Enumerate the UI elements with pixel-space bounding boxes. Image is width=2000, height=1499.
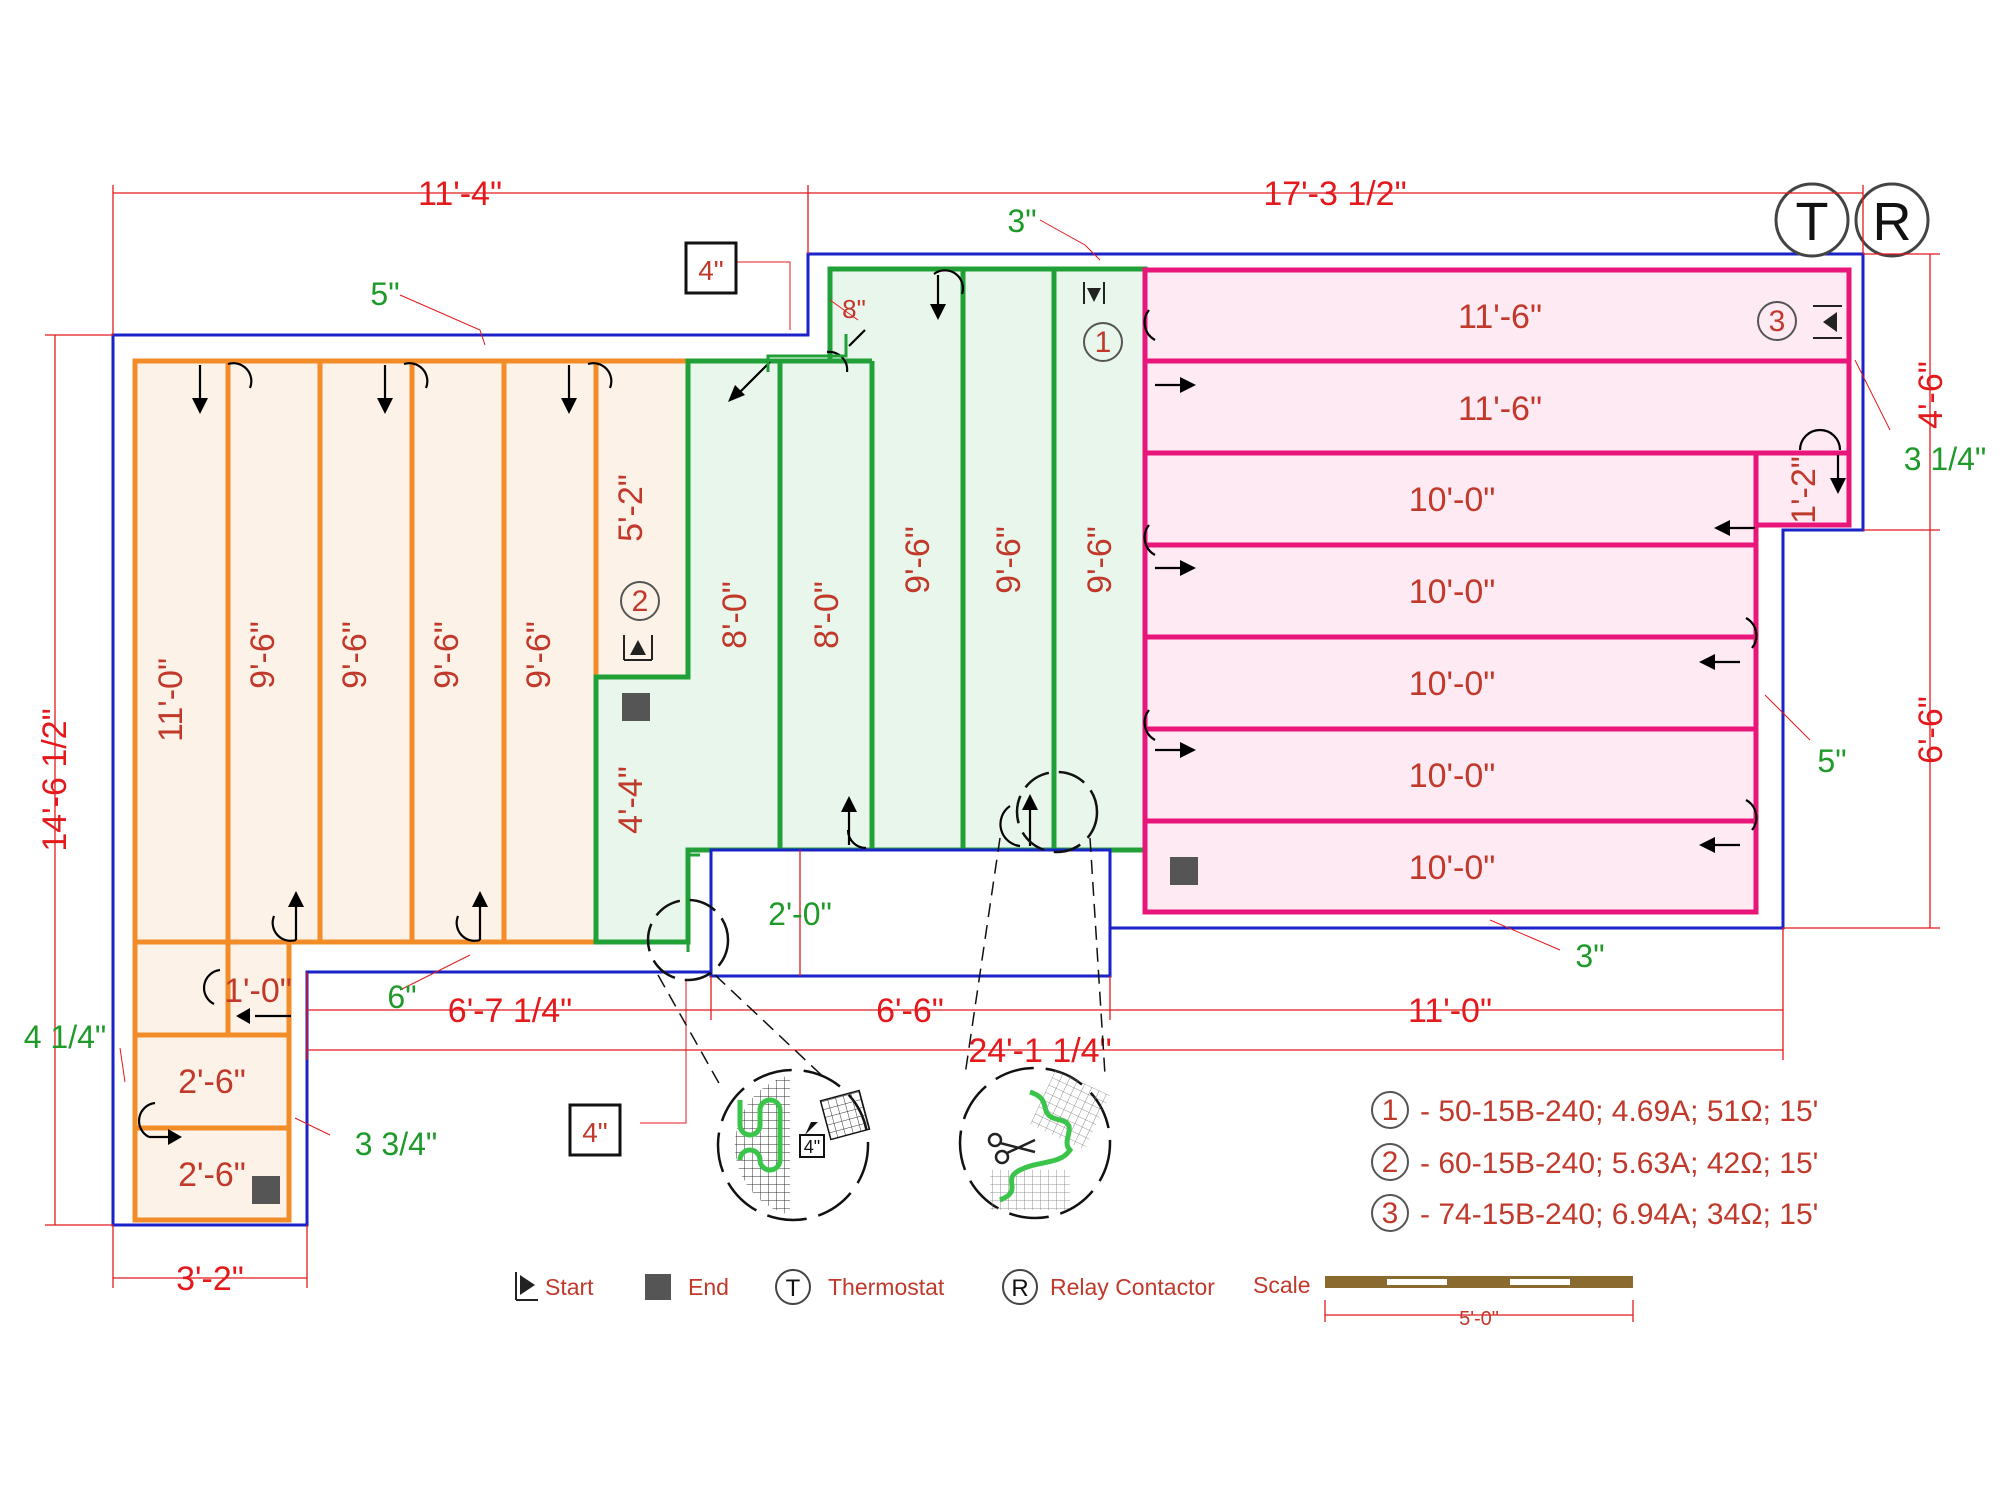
- run-pink-small-1: 1'-2": [1785, 456, 1823, 524]
- detail-callout-1: 4": [646, 898, 871, 1222]
- leader-lines: [119, 219, 1891, 1136]
- svg-text:2: 2: [632, 585, 649, 618]
- dim-top-left: 11'-4": [418, 175, 502, 213]
- run-orange-5: 9'-6": [520, 621, 558, 689]
- offset-gap-8: 8": [842, 294, 866, 324]
- cable-badge-3: 3: [1757, 301, 1797, 341]
- run-pink-5: 10'-0": [1409, 665, 1496, 703]
- run-orange-small-3: 2'-6": [178, 1156, 246, 1194]
- run-pink-4: 10'-0": [1409, 573, 1496, 611]
- legend-start: Start: [515, 1272, 594, 1301]
- run-pink-1: 11'-6": [1458, 298, 1542, 336]
- run-pink-7: 10'-0": [1409, 849, 1496, 887]
- cable-spec-1: 1 - 50-15B-240; 4.69A; 51Ω; 15': [1371, 1091, 1818, 1129]
- svg-text:Relay Contactor: Relay Contactor: [1050, 1274, 1215, 1300]
- svg-text:1: 1: [1095, 326, 1112, 359]
- svg-text:- 60-15B-240; 5.63A; 42Ω; 15': - 60-15B-240; 5.63A; 42Ω; 15': [1420, 1147, 1818, 1180]
- notch-region: [709, 848, 1112, 978]
- svg-text:Thermostat: Thermostat: [828, 1274, 945, 1300]
- dim-top-right: 17'-3 1/2": [1263, 175, 1406, 213]
- run-orange-small-1: 1'-0": [224, 972, 292, 1010]
- scissors-icon: [987, 1132, 1036, 1165]
- detail-callout-2: [958, 770, 1112, 1220]
- run-orange-6: 5'-2": [612, 474, 650, 542]
- cable-feed-green: [766, 334, 848, 372]
- offset-left-3-3-4: 3 3/4": [355, 1126, 438, 1162]
- legend-thermostat: T Thermostat: [775, 1269, 945, 1305]
- offset-right-5: 5": [1817, 743, 1846, 779]
- dim-bottom-left: 3'-2": [176, 1260, 244, 1298]
- offset-left-5: 5": [370, 276, 399, 312]
- box-4-top: 4": [684, 241, 738, 295]
- cable-spec-2: 2 - 60-15B-240; 5.63A; 42Ω; 15': [1371, 1143, 1818, 1181]
- run-pink-6: 10'-0": [1409, 757, 1496, 795]
- svg-text:5'-0": 5'-0": [1459, 1308, 1499, 1330]
- offset-bottom-6: 6": [387, 979, 416, 1015]
- box-4-bottom: 4": [568, 1103, 622, 1157]
- end-marker-orange-2: [252, 1176, 280, 1204]
- run-green-4: 9'-6": [990, 526, 1028, 594]
- svg-text:T: T: [1796, 192, 1829, 252]
- svg-text:4": 4": [582, 1117, 608, 1148]
- svg-text:T: T: [786, 1275, 801, 1302]
- run-pink-2: 11'-6": [1458, 390, 1542, 428]
- dim-right-upper: 4'-6": [1912, 361, 1950, 429]
- svg-text:R: R: [1873, 192, 1912, 252]
- zone-pink: [1142, 267, 1852, 915]
- run-orange-3: 9'-6": [336, 621, 374, 689]
- dim-bottom-seg1: 6'-7 1/4": [448, 992, 572, 1030]
- thermostat-symbol: T: [1774, 182, 1850, 258]
- svg-text:4": 4": [804, 1137, 820, 1157]
- offset-bottom-3: 3": [1575, 938, 1604, 974]
- offset-left-4-1-4: 4 1/4": [24, 1019, 107, 1055]
- start-marker-2: [623, 635, 653, 661]
- svg-text:3: 3: [1382, 1197, 1399, 1230]
- start-marker-3: [1813, 305, 1842, 339]
- dim-left-total: 14'-6 1/2": [36, 708, 74, 851]
- svg-text:R: R: [1011, 1275, 1028, 1302]
- dim-notch: 2'-0": [768, 896, 832, 932]
- svg-text:- 74-15B-240; 6.94A; 34Ω; 15': - 74-15B-240; 6.94A; 34Ω; 15': [1420, 1198, 1818, 1231]
- run-orange-2: 9'-6": [244, 621, 282, 689]
- run-orange-1: 11'-0": [152, 658, 190, 742]
- offset-top-3: 3": [1007, 203, 1036, 239]
- svg-text:End: End: [688, 1274, 729, 1300]
- cable-badge-1: 1: [1083, 322, 1123, 362]
- dim-right-lower: 6'-6": [1912, 696, 1950, 764]
- cable-feed-green-2: [686, 853, 700, 952]
- offset-right-3-1-4: 3 1/4": [1904, 441, 1987, 477]
- svg-text:2: 2: [1382, 1146, 1399, 1179]
- svg-text:3: 3: [1769, 305, 1786, 338]
- dim-bottom-seg2: 6'-6": [876, 992, 944, 1030]
- legend-relay: R Relay Contactor: [1002, 1269, 1215, 1305]
- svg-text:1: 1: [1382, 1094, 1399, 1127]
- turn-arrows: [137, 269, 1846, 1145]
- dimension-lines: [45, 185, 1940, 1288]
- run-orange-4: 9'-6": [428, 621, 466, 689]
- run-orange-small-2: 2'-6": [178, 1063, 246, 1101]
- legend-end: End: [645, 1274, 729, 1300]
- zone-green-lines: [777, 269, 1057, 850]
- svg-text:Start: Start: [545, 1274, 594, 1300]
- run-green-1: 8'-0": [716, 581, 754, 649]
- run-green-2: 8'-0": [808, 581, 846, 649]
- svg-text:- 50-15B-240; 4.69A; 51Ω; 15': - 50-15B-240; 4.69A; 51Ω; 15': [1420, 1095, 1818, 1128]
- run-green-3: 9'-6": [899, 526, 937, 594]
- end-marker-pink: [1170, 857, 1198, 885]
- svg-text:Scale: Scale: [1253, 1272, 1311, 1298]
- run-green-5: 9'-6": [1081, 526, 1119, 594]
- relay-symbol: R: [1854, 182, 1930, 258]
- legend-scale: Scale 5'-0": [1253, 1272, 1634, 1330]
- dim-bottom-total: 24'-1 1/4": [968, 1032, 1111, 1070]
- end-marker-orange: [622, 693, 650, 721]
- dim-bottom-seg3: 11'-0": [1408, 992, 1492, 1030]
- cable-badge-2: 2: [620, 581, 660, 621]
- svg-text:4": 4": [698, 255, 724, 286]
- run-pink-3: 10'-0": [1409, 481, 1496, 519]
- cable-spec-3: 3 - 74-15B-240; 6.94A; 34Ω; 15': [1371, 1194, 1818, 1232]
- run-orange-7: 4'-4": [612, 766, 650, 834]
- start-marker-1: [1083, 282, 1105, 304]
